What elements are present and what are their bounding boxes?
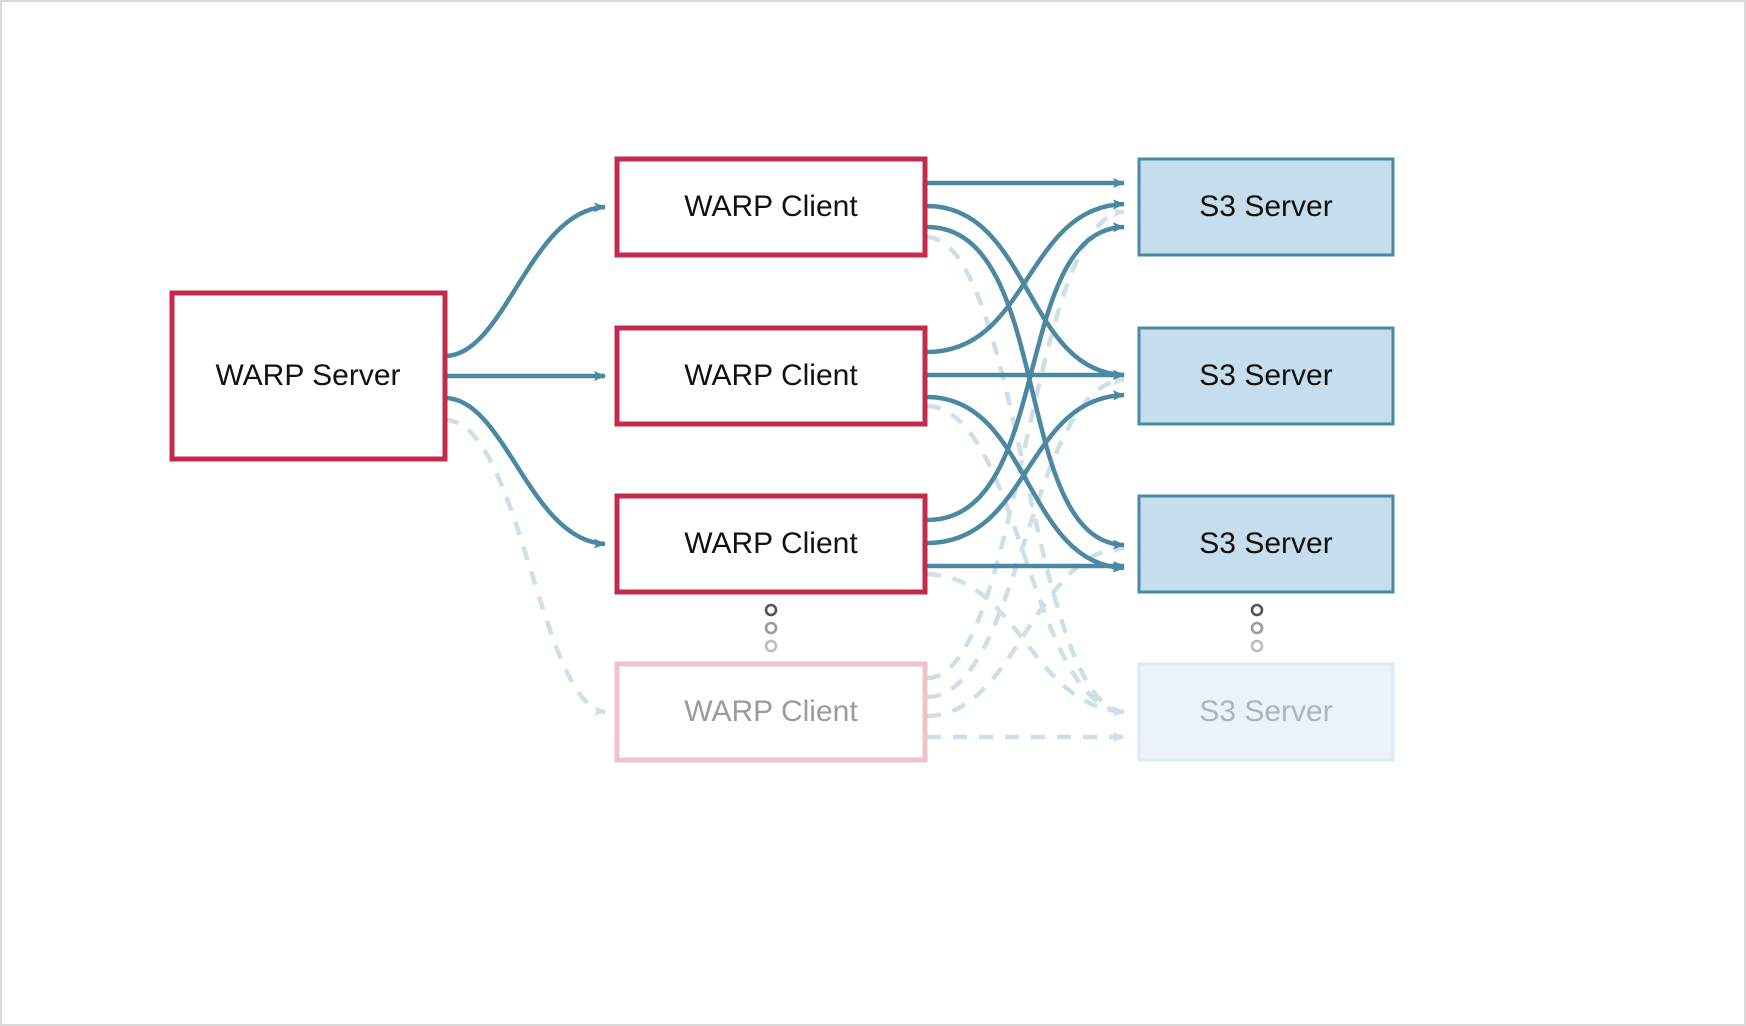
node-warp-client-2[interactable]: WARP Client <box>614 325 928 427</box>
edge-client-1-to-s3-2 <box>926 203 1125 380</box>
node-s3-server-1[interactable]: S3 Server <box>1137 157 1395 257</box>
node-s3-server-2[interactable]: S3 Server <box>1137 326 1395 426</box>
edge-server-to-client-4 <box>444 417 606 716</box>
node-s3-server-3[interactable]: S3 Server <box>1137 494 1395 594</box>
node-warp-client-3[interactable]: WARP Client <box>614 493 928 595</box>
warp-client-4-label: WARP Client <box>684 695 858 728</box>
warp-server-box[interactable] <box>169 290 448 462</box>
ellipsis-dot-icon <box>1250 621 1264 635</box>
edges-client2-to-s3 <box>926 199 1125 573</box>
s3-server-1-label: S3 Server <box>1199 190 1332 223</box>
edge-client-4-to-s3-3 <box>926 543 1125 719</box>
warp-client-2-box[interactable] <box>614 325 928 427</box>
ellipsis-dot-icon <box>1250 603 1264 617</box>
edge-client-3-to-s3-2 <box>926 390 1125 546</box>
warp-client-1-box[interactable] <box>614 156 928 258</box>
ellipsis-dot-icon <box>764 603 778 617</box>
warp-client-3-box[interactable] <box>614 493 928 595</box>
ellipsis-dot-icon <box>764 639 778 653</box>
warp-client-1-label: WARP Client <box>684 190 858 223</box>
edge-client-4-to-s3-2 <box>926 375 1125 700</box>
edge-client-2-to-s3-4 <box>926 403 1125 717</box>
warp-client-4-box[interactable] <box>614 661 928 763</box>
s3-server-3-label: S3 Server <box>1199 527 1332 560</box>
edge-client-2-to-s3-1 <box>926 199 1125 355</box>
warp-server-label: WARP Server <box>215 359 400 392</box>
s3-column-ellipsis <box>1250 603 1264 653</box>
node-warp-server[interactable]: WARP Server <box>169 290 448 462</box>
edge-server-to-client-1 <box>444 202 606 359</box>
edge-client-3-to-s3-4 <box>926 571 1125 717</box>
s3-server-4-label: S3 Server <box>1199 695 1332 728</box>
edge-client-1-to-s3-3 <box>926 224 1125 550</box>
s3-server-1-box[interactable] <box>1137 157 1395 257</box>
edges-client1-to-s3 <box>926 178 1125 550</box>
s3-server-3-box[interactable] <box>1137 494 1395 594</box>
ellipsis-dot-icon <box>1250 639 1264 653</box>
node-warp-client-4[interactable]: WARP Client <box>614 661 928 763</box>
client-column-ellipsis <box>764 603 778 653</box>
s3-server-4-box[interactable] <box>1137 662 1395 762</box>
edge-client-2-to-s3-3 <box>926 394 1125 573</box>
edge-server-to-client-3 <box>444 395 606 549</box>
ellipsis-dot-icon <box>764 621 778 635</box>
node-s3-server-4[interactable]: S3 Server <box>1137 662 1395 762</box>
node-warp-client-1[interactable]: WARP Client <box>614 156 928 258</box>
edges-server-to-clients <box>444 202 606 716</box>
s3-server-2-box[interactable] <box>1137 326 1395 426</box>
edges-client3-to-s3 <box>926 222 1125 571</box>
warp-client-3-label: WARP Client <box>684 527 858 560</box>
warp-client-2-label: WARP Client <box>684 359 858 392</box>
s3-server-2-label: S3 Server <box>1199 359 1332 392</box>
edge-client-3-to-s3-1 <box>926 222 1125 523</box>
